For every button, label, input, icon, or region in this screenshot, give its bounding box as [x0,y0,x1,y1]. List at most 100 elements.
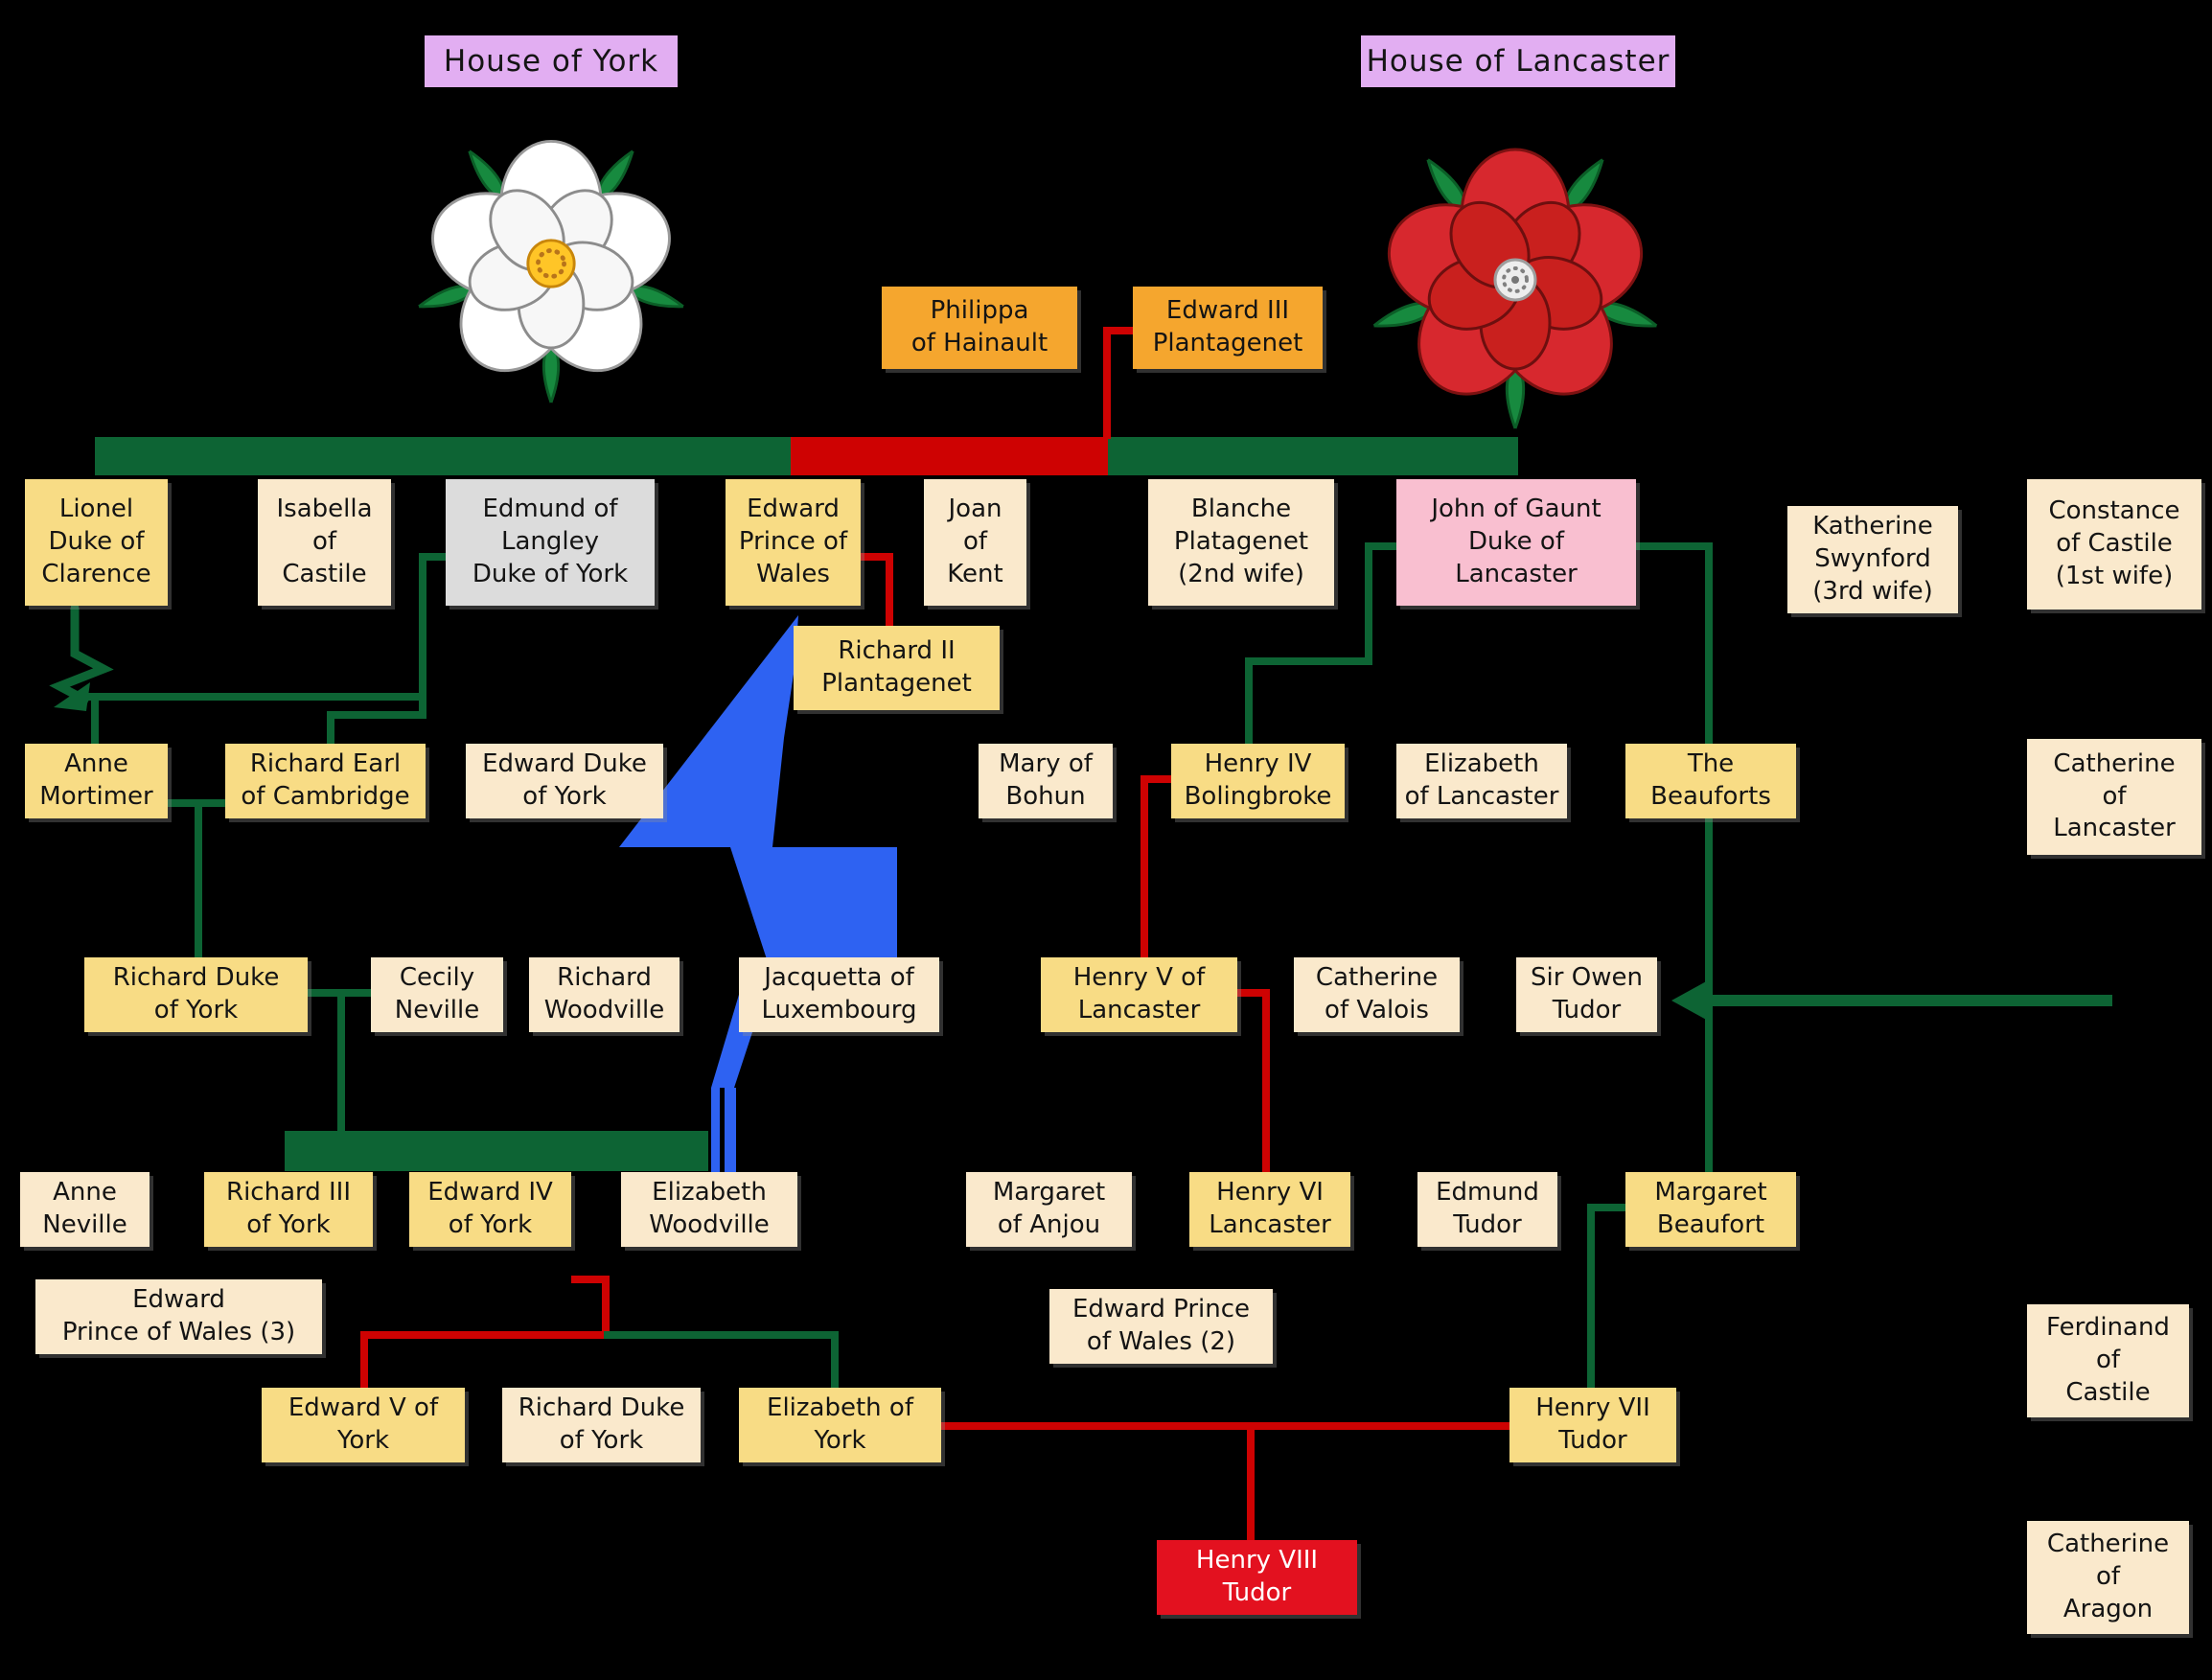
margaret-beaufort-stub [1587,1204,1625,1211]
house-of-york-label: House of York [425,35,678,87]
person-name-line: Joan [948,495,1002,524]
person-name-line: Kent [947,559,1003,588]
person-box-jacquetta-of-luxembourg: Jacquetta of Luxembourg [739,957,939,1032]
person-name-line: Mortimer [39,782,153,811]
person-name-line: of York [559,1426,644,1455]
person-name-line: Edward III [1165,296,1290,326]
person-name-line: Tudor [1552,996,1622,1024]
person-name-line: York [814,1426,866,1455]
person-name-line: of [962,527,988,557]
anne-mortimer-drop [91,693,99,746]
person-name-line: Edward Prince [1071,1295,1251,1324]
person-name-line: Edward Duke [482,749,647,779]
edward-pow-stub [861,553,893,561]
beaufort-line-arrowhead-icon [1671,979,1710,1022]
woodville-jacquetta-marriage [680,986,739,994]
blue-lightning-bolt-middle [730,847,897,959]
person-name-line: of Castile [2056,529,2173,559]
lionel-descent-v [71,604,79,654]
person-name-line: (2nd wife) [1178,559,1304,588]
person-name-line: Edmund [1436,1178,1539,1208]
person-name-line: Prince of [738,527,848,557]
person-name-line: of [2095,1562,2121,1592]
white-rose-of-york-icon [418,139,684,403]
beaufort-long-line [1700,995,2112,1006]
house-of-york-label-text: House of York [443,44,659,79]
person-name-line: Duke of [1468,527,1564,557]
person-name-line: of Valois [1325,996,1429,1024]
person-name-line: Plantagenet [1152,329,1303,357]
person-name-line: of [311,527,337,557]
person-name-line: Henry VII [1535,1393,1650,1423]
person-name-line: of [2102,781,2127,811]
person-name-line: Duke of York [472,559,629,588]
person-name-line: John of Gaunt [1431,495,1601,524]
person-name-line: of Wales (2) [1086,1327,1236,1356]
person-name-line: The [1687,749,1735,779]
person-name-line: Edward [747,495,840,524]
person-name-line: Castile [282,559,367,588]
blue-lightning-bolt-upper [619,615,798,847]
person-name-line: of York [153,996,239,1024]
person-name-line: Jacquetta of [764,963,914,993]
person-name-line: Margaret [992,1178,1106,1208]
person-name-line: Henry IV [1204,749,1312,779]
cambridge-drop [327,711,334,746]
henry-vii-drop [1587,1204,1595,1390]
person-name-line: of York [448,1210,533,1239]
generations-skipped-zigzag-arrow [49,608,114,705]
person-name-line: Lancaster [2053,814,2176,843]
edward-iii-drop-h [1103,327,1137,334]
royal-marriage-bar [791,437,1108,475]
henry-iv-drop [1245,657,1253,746]
person-name-line: Neville [42,1210,127,1239]
person-name-line: Edward [132,1285,225,1315]
person-name-line: Richard II [838,636,956,666]
person-name-line: Aragon [2062,1594,2154,1623]
person-name-line: Elizabeth [1424,749,1539,779]
person-name-line: Duke of [48,527,145,557]
person-name-line: Tudor [1453,1210,1522,1239]
york-marriage-bar [95,437,791,475]
person-name-line: Lancaster [1455,559,1578,588]
henry-vi-drop [1262,989,1270,1174]
york-marriage-bar-2 [285,1131,708,1171]
person-name-line: (1st wife) [2055,561,2174,590]
person-name-line: Blanche [1190,495,1292,524]
person-name-line: Lancaster [1077,996,1201,1024]
henry-v-stub [1237,989,1270,997]
person-name-line: Beaufort [1656,1210,1765,1239]
person-name-line: Wales [756,559,830,588]
mortimer-descent-h [77,693,424,701]
elizabeth-york-drop [831,1331,839,1390]
person-name-line: Luxembourg [761,996,917,1024]
person-name-line: Tudor [1558,1426,1627,1455]
person-name-line: Bohun [1005,782,1086,811]
person-name-line: of [2095,1346,2121,1375]
blue-lightning-bolt-strip-left [711,1088,720,1174]
person-name-line: Platagenet [1173,527,1309,557]
person-name-line: of Cambridge [241,782,410,811]
person-name-line: Langley [500,527,599,557]
gaunt-left-h2 [1245,657,1372,665]
